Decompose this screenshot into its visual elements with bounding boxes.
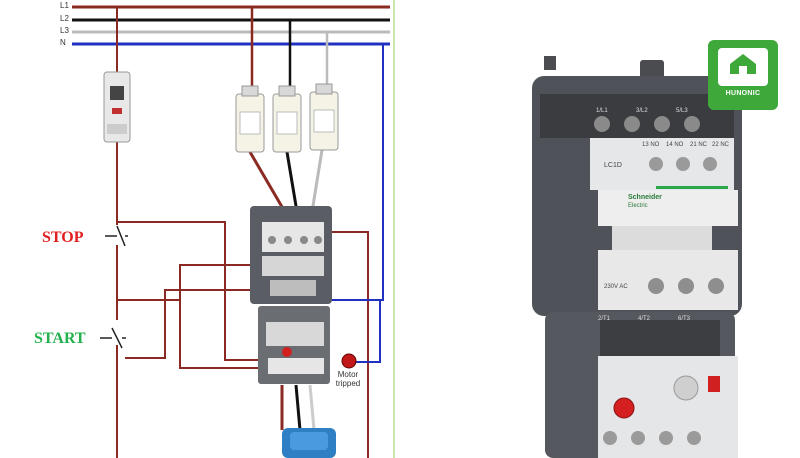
- contactor-small: [250, 206, 332, 304]
- start-label: START: [34, 330, 86, 347]
- panel-divider: [393, 0, 395, 458]
- stop-button-symbol: [105, 225, 128, 247]
- motor-tripped-lamp: [341, 353, 357, 369]
- fuse-1: [235, 85, 265, 153]
- coil-voltage-label: 230V AC: [604, 284, 628, 290]
- aux-label-1: 13 NO: [642, 142, 660, 148]
- terminal-top-3: 5/L3: [676, 108, 688, 114]
- label-n: N: [60, 38, 66, 47]
- stop-label: STOP: [42, 229, 84, 246]
- aux-label-2: 14 NO: [666, 142, 684, 148]
- overload-relay-large: [545, 312, 738, 458]
- wire-l1-contactor: [248, 151, 287, 213]
- terminal-top-2: 3/L2: [636, 108, 648, 114]
- fuse-3: [309, 83, 339, 151]
- contactor-large: [532, 56, 742, 316]
- terminal-bottom-3: 6/T3: [678, 316, 691, 322]
- wire-l3-contactor: [310, 149, 324, 213]
- overload-relay-small: [258, 306, 330, 384]
- fuse-2: [272, 85, 302, 153]
- hunonic-logo: HUNONIC: [708, 40, 778, 110]
- terminal-bottom-1: 2/T1: [598, 316, 611, 322]
- wire-l2-contactor: [285, 151, 299, 213]
- control-wiring: [116, 7, 369, 458]
- output-t2: [294, 384, 302, 431]
- label-l3: L3: [60, 26, 69, 35]
- contactor-model-label: LC1D: [604, 162, 622, 169]
- terminal-top-1: 1/L1: [596, 108, 608, 114]
- terminal-bottom-2: 4/T2: [638, 316, 651, 322]
- neutral-return: [325, 44, 384, 301]
- label-l1: L1: [60, 1, 69, 10]
- start-button-symbol: [100, 327, 126, 349]
- aux-label-4: 22 NC: [712, 142, 730, 148]
- logo-text: HUNONIC: [725, 90, 761, 97]
- neutral-lamp: [355, 300, 381, 363]
- label-l2: L2: [60, 14, 69, 23]
- aux-label-3: 21 NC: [690, 142, 708, 148]
- output-t3: [308, 384, 316, 431]
- brand-label: Schneider: [628, 194, 662, 201]
- circuit-breaker: [103, 71, 131, 143]
- house-icon: [718, 48, 768, 86]
- brand-sub-label: Electric: [628, 203, 648, 209]
- motor: [282, 428, 336, 458]
- motor-tripped-label: Motor tripped: [335, 370, 361, 388]
